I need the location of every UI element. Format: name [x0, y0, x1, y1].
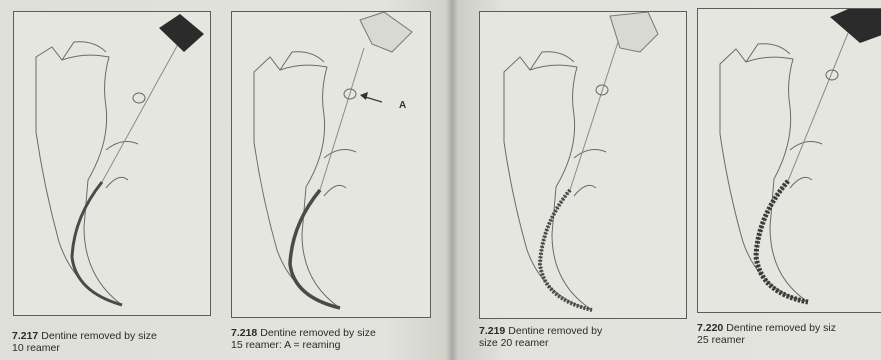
- tooth-outline: [254, 57, 340, 308]
- tooth-illustration: [698, 9, 881, 312]
- rubber-stop: [133, 93, 145, 103]
- root-canal: [756, 181, 808, 302]
- caption-text-line2: 10 reamer: [12, 342, 60, 354]
- figure-panel-7-219: [479, 11, 687, 319]
- figure-panel-7-217: [13, 11, 211, 316]
- tooth-outline: [720, 49, 808, 302]
- root-canal: [540, 190, 592, 310]
- caption-7-218: 7.218Dentine removed by size 15 reamer: …: [231, 327, 436, 351]
- reamer-shaft: [540, 42, 618, 310]
- figure-number: 7.217: [12, 330, 38, 342]
- figure-panel-7-220: [697, 8, 881, 313]
- figure-number: 7.218: [231, 327, 257, 339]
- caption-7-220: 7.220Dentine removed by siz 25 reamer: [697, 322, 881, 346]
- tooth-outline: [36, 47, 122, 305]
- handpiece-dark: [830, 9, 881, 43]
- tooth-illustration: [232, 12, 430, 317]
- tooth-outline: [504, 57, 592, 310]
- tooth-illustration: [14, 12, 210, 315]
- caption-7-217: 7.217Dentine removed by size 10 reamer: [12, 330, 212, 354]
- caption-text-line2: 15 reamer: A = reaming: [231, 339, 340, 351]
- caption-text-line1: Dentine removed by size: [41, 330, 157, 342]
- caption-text-line2: 25 reamer: [697, 334, 745, 346]
- figure-number: 7.219: [479, 325, 505, 337]
- root-canal: [72, 182, 122, 305]
- figure-panel-7-218: A: [231, 11, 431, 318]
- reamer-shaft: [72, 37, 182, 305]
- handpiece-light: [360, 12, 412, 52]
- handpiece-dark: [159, 14, 204, 52]
- book-gutter: [446, 0, 458, 360]
- caption-7-219: 7.219Dentine removed by size 20 reamer: [479, 325, 669, 349]
- annotation-label-a: A: [399, 100, 406, 111]
- caption-text-line1: Dentine removed by siz: [726, 322, 836, 334]
- root-canal: [290, 190, 340, 308]
- caption-text-line2: size 20 reamer: [479, 337, 548, 349]
- figure-number: 7.220: [697, 322, 723, 334]
- caption-text-line1: Dentine removed by: [508, 325, 602, 337]
- reamer-shaft: [290, 48, 364, 308]
- tooth-illustration: [480, 12, 686, 318]
- reamer-shaft: [756, 33, 848, 302]
- caption-text-line1: Dentine removed by size: [260, 327, 376, 339]
